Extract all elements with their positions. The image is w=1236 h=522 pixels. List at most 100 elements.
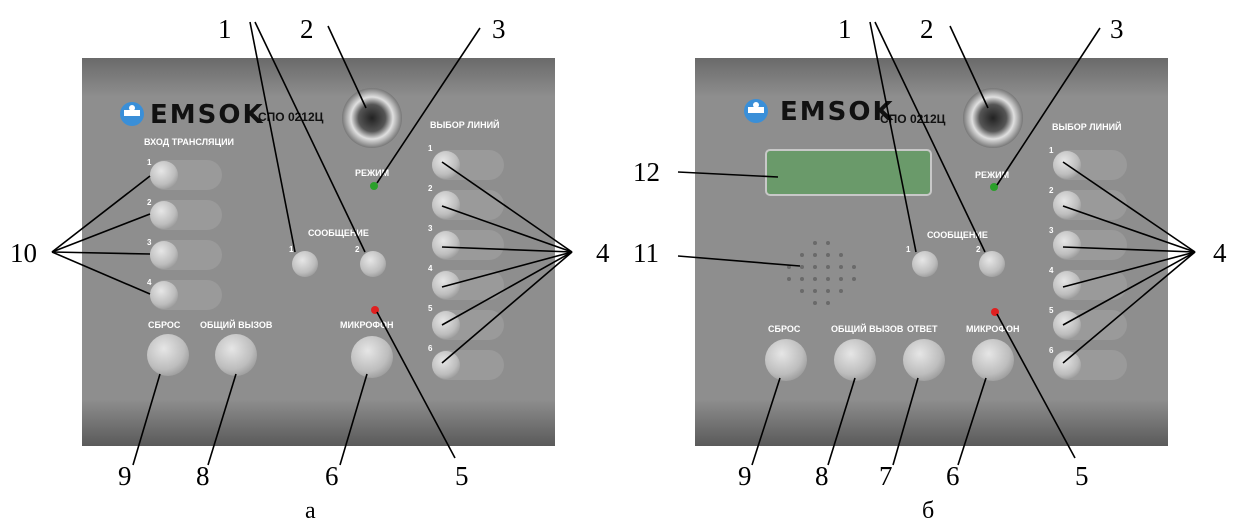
input-num-4: 4	[147, 278, 152, 287]
line-num-3: 3	[428, 224, 433, 233]
input-buttons: 1 2 3 4	[147, 158, 222, 310]
message-num-2: 2	[355, 245, 360, 254]
brand-name: EMSOK	[150, 100, 265, 130]
callout-2-a: 2	[300, 14, 314, 44]
model-name: СПО 0212Ц	[880, 112, 946, 126]
callout-6-a: 6	[325, 461, 339, 491]
message-num-2: 2	[976, 245, 981, 254]
microphone-button[interactable]	[972, 339, 1014, 381]
line-num-6: 6	[428, 344, 433, 353]
input-num-2: 2	[147, 198, 152, 207]
callout-2-b: 2	[920, 14, 934, 44]
line-num-2: 2	[1049, 186, 1054, 195]
line-button-6[interactable]	[1053, 351, 1081, 379]
callout-5-a: 5	[455, 461, 469, 491]
reset-label: СБРОС	[148, 320, 181, 330]
line-num-1: 1	[1049, 146, 1054, 155]
logo-icon	[120, 102, 144, 126]
speaker-grille	[787, 241, 856, 305]
callout-11-b: 11	[633, 238, 659, 268]
lcd-display	[765, 149, 932, 196]
callout-3-a: 3	[492, 14, 506, 44]
general-call-button[interactable]	[215, 334, 257, 376]
microphone-button[interactable]	[351, 336, 393, 378]
message-button-1[interactable]	[292, 251, 318, 277]
callout-9-a: 9	[118, 461, 132, 491]
mode-label: РЕЖИМ	[355, 168, 389, 178]
caption-b: б	[922, 498, 934, 522]
callout-7-b: 7	[879, 461, 893, 491]
brand-name: EMSOK	[780, 97, 895, 127]
message-label: СООБЩЕНИЕ	[927, 230, 988, 240]
line-button-3[interactable]	[432, 231, 460, 259]
input-num-1: 1	[147, 158, 152, 167]
line-num-5: 5	[1049, 306, 1054, 315]
reset-button[interactable]	[765, 339, 807, 381]
callout-4-b: 4	[1213, 238, 1227, 268]
logo-icon	[744, 99, 768, 123]
line-button-2[interactable]	[432, 191, 460, 219]
line-num-2: 2	[428, 184, 433, 193]
line-num-6: 6	[1049, 346, 1054, 355]
panel-a: EMSOK СПО 0212Ц ВХОД ТРАНСЛЯЦИИ 1 2 3 4 …	[82, 58, 555, 446]
line-button-4[interactable]	[432, 271, 460, 299]
input-num-3: 3	[147, 238, 152, 247]
lines-section-label: ВЫБОР ЛИНИЙ	[430, 119, 500, 130]
line-num-1: 1	[428, 144, 433, 153]
line-buttons: 1 2 3 4 5 6	[1049, 146, 1127, 380]
microphone-label: МИКРОФОН	[340, 320, 394, 330]
answer-button[interactable]	[903, 339, 945, 381]
message-num-1: 1	[906, 245, 911, 254]
leaders-b	[677, 21, 1196, 466]
line-num-3: 3	[1049, 226, 1054, 235]
line-num-5: 5	[428, 304, 433, 313]
callout-8-b: 8	[815, 461, 829, 491]
message-num-1: 1	[289, 245, 294, 254]
line-num-4: 4	[428, 264, 433, 273]
answer-label: ОТВЕТ	[907, 324, 938, 334]
message-button-2[interactable]	[979, 251, 1005, 277]
mode-led	[370, 182, 378, 190]
message-button-1[interactable]	[912, 251, 938, 277]
reset-label: СБРОС	[768, 324, 801, 334]
general-call-label: ОБЩИЙ ВЫЗОВ	[200, 319, 273, 330]
general-call-label: ОБЩИЙ ВЫЗОВ	[831, 323, 904, 334]
microphone-label: МИКРОФОН	[966, 324, 1020, 334]
callout-1-b: 1	[838, 14, 852, 44]
caption-a: а	[305, 498, 316, 522]
callout-4-a: 4	[596, 238, 610, 268]
message-button-2[interactable]	[360, 251, 386, 277]
line-button-4[interactable]	[1053, 271, 1081, 299]
input-button-1[interactable]	[150, 161, 178, 189]
callout-8-a: 8	[196, 461, 210, 491]
reset-button[interactable]	[147, 334, 189, 376]
input-section-label: ВХОД ТРАНСЛЯЦИИ	[144, 137, 234, 147]
callout-12-b: 12	[633, 157, 660, 187]
line-num-4: 4	[1049, 266, 1054, 275]
callout-10-a: 10	[10, 238, 37, 268]
line-button-5[interactable]	[432, 311, 460, 339]
line-buttons: 1 2 3 4 5 6	[428, 144, 504, 380]
callout-9-b: 9	[738, 461, 752, 491]
general-call-button[interactable]	[834, 339, 876, 381]
callout-6-b: 6	[946, 461, 960, 491]
input-button-2[interactable]	[150, 201, 178, 229]
leaders-a	[51, 21, 573, 466]
panel-b: EMSOK СПО 0212Ц РЕЖИМ СООБЩЕНИЕ 1 2 ВЫБО…	[695, 58, 1168, 446]
mode-label: РЕЖИМ	[975, 170, 1009, 180]
lines-section-label: ВЫБОР ЛИНИЙ	[1052, 121, 1122, 132]
callout-5-b: 5	[1075, 461, 1089, 491]
line-button-2[interactable]	[1053, 191, 1081, 219]
line-button-3[interactable]	[1053, 231, 1081, 259]
line-button-5[interactable]	[1053, 311, 1081, 339]
input-button-3[interactable]	[150, 241, 178, 269]
model-name: СПО 0212Ц	[258, 110, 324, 124]
line-button-6[interactable]	[432, 351, 460, 379]
volume-knob[interactable]	[342, 88, 402, 148]
callout-1-a: 1	[218, 14, 232, 44]
callout-3-b: 3	[1110, 14, 1124, 44]
volume-knob[interactable]	[963, 88, 1023, 148]
input-button-4[interactable]	[150, 281, 178, 309]
message-label: СООБЩЕНИЕ	[308, 228, 369, 238]
